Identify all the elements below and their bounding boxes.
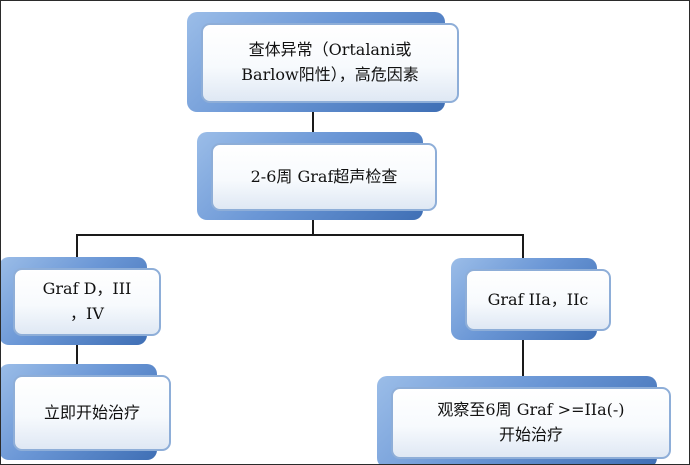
node-graf-mild: Graf IIa，IIc (451, 258, 611, 340)
connector-ultrasound-down (312, 211, 314, 236)
node-text-line1: Graf IIa，IIc (487, 289, 589, 309)
node-text-line1: Graf D，III (42, 279, 132, 299)
node-box: 立即开始治疗 (13, 375, 171, 451)
connector-branch-left-down (76, 234, 78, 268)
connector-severe-to-treat (76, 336, 78, 375)
connector-branch-right-down (522, 234, 524, 269)
connector-mild-to-observe (522, 331, 524, 387)
node-box: 查体异常（Ortalani或 Barlow阳性），高危因素 (201, 23, 459, 103)
connector-branch-horizontal (76, 234, 524, 236)
node-box: 2-6周 Graf超声检查 (211, 143, 437, 211)
node-box: Graf IIa，IIc (465, 269, 611, 331)
node-text-line2: ，IV (70, 304, 104, 323)
node-graf-ultrasound: 2-6周 Graf超声检查 (197, 132, 437, 220)
node-box: Graf D，III ，IV (13, 268, 161, 336)
node-text-line1: 2-6周 Graf超声检查 (250, 166, 398, 186)
node-observe-until-6weeks: 观察至6周 Graf >=IIa(-) 开始治疗 (377, 376, 671, 464)
node-text-line1: 观察至6周 Graf >=IIa(-) (437, 400, 625, 420)
node-text-line1: 查体异常（Ortalani或 (248, 40, 412, 60)
connector-exam-to-ultrasound (312, 103, 314, 143)
node-exam-abnormal: 查体异常（Ortalani或 Barlow阳性），高危因素 (187, 12, 459, 112)
node-box: 观察至6周 Graf >=IIa(-) 开始治疗 (391, 387, 671, 459)
node-treat-immediately: 立即开始治疗 (1, 364, 171, 460)
node-text-line2: Barlow阳性），高危因素 (241, 65, 419, 84)
node-text-line2: 开始治疗 (498, 425, 563, 444)
node-graf-severe: Graf D，III ，IV (1, 257, 161, 345)
node-text-line1: 立即开始治疗 (43, 402, 140, 422)
